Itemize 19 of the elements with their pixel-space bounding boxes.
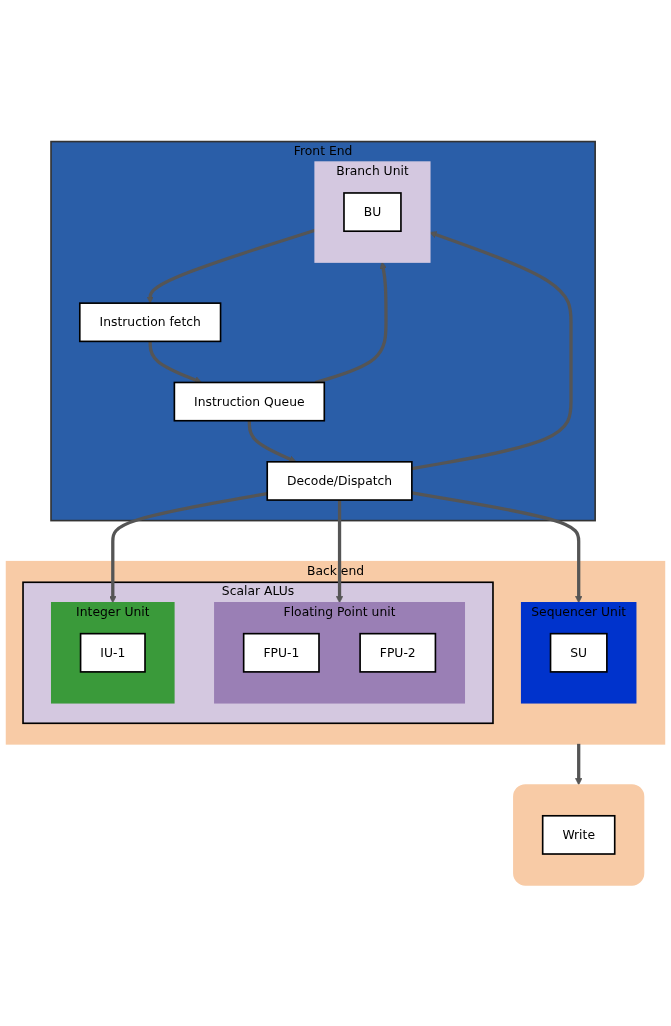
arrow xyxy=(335,499,344,603)
node-box: Instruction Queue xyxy=(173,381,326,422)
arrow xyxy=(411,230,573,470)
arrow xyxy=(411,491,583,603)
arrow xyxy=(148,341,202,384)
cluster xyxy=(513,783,645,886)
arrow xyxy=(146,228,316,304)
node-box: Write xyxy=(541,814,616,855)
node-box: Decode/Dispatch xyxy=(266,460,413,501)
node-box: BU xyxy=(343,191,402,232)
arrow xyxy=(575,743,583,786)
node-box: FPU-1 xyxy=(242,632,320,673)
arrow xyxy=(109,491,268,603)
node-box: Instruction fetch xyxy=(79,302,222,342)
arrow xyxy=(314,261,388,384)
node-box: SU xyxy=(549,632,608,673)
arrow xyxy=(247,420,297,463)
node-box: FPU-2 xyxy=(359,632,437,673)
node-box: IU-1 xyxy=(79,632,146,673)
